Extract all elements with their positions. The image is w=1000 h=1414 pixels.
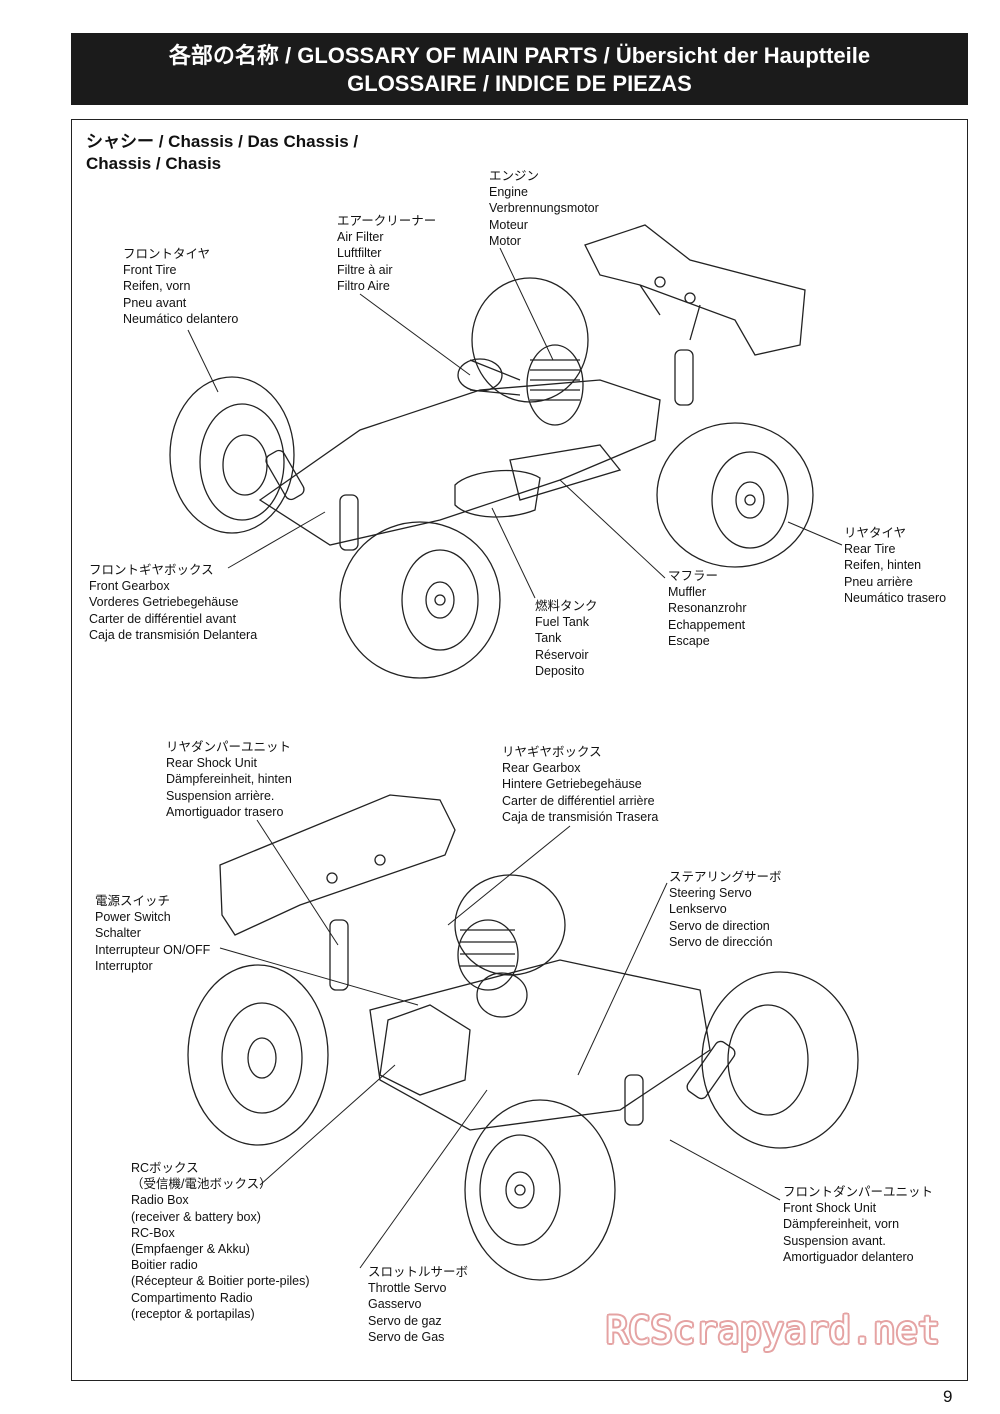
- bottom-engine: [457, 919, 519, 991]
- bottom-chassis: [369, 959, 711, 1131]
- fuel-tank: [454, 469, 541, 518]
- chassis-plate: [258, 379, 661, 546]
- header-title-line2: GLOSSAIRE / INDICE DE PIEZAS: [347, 71, 692, 96]
- rear-back-tire: [471, 277, 589, 403]
- page-number: 9: [943, 1387, 953, 1406]
- rear-wing: [584, 224, 806, 356]
- watermark: RCScrapyard.net: [606, 1309, 941, 1352]
- front-right-tire: [339, 521, 501, 679]
- engine-block: [526, 344, 584, 426]
- label-radio-box: RCボックス（受信機/電池ボックス）Radio Box (receiver & …: [131, 1161, 310, 1321]
- top-car-drawing: [169, 224, 814, 679]
- front-left-tire: [169, 376, 295, 534]
- radio-box: [379, 1004, 471, 1096]
- section-title-line2: Chassis / Chasis: [86, 154, 222, 173]
- leader-lines: [187, 247, 843, 1269]
- content-frame: [71, 119, 968, 1381]
- bottom-front-tire: [464, 1099, 616, 1281]
- muffler: [509, 444, 622, 501]
- rear-right-tire: [656, 422, 814, 568]
- bottom-left-tire: [187, 964, 329, 1146]
- bottom-car-drawing: [187, 794, 859, 1281]
- page-header: 各部の名称 / GLOSSARY OF MAIN PARTS / Übersic…: [71, 33, 968, 105]
- section-title: シャシー / Chassis / Das Chassis / Chassis /…: [86, 131, 358, 175]
- bottom-right-tire: [701, 971, 859, 1149]
- bottom-rear-shock: [329, 919, 349, 991]
- bottom-front-shock: [686, 1040, 736, 1100]
- rear-shock: [674, 349, 694, 406]
- bottom-wing: [219, 794, 456, 936]
- header-title-line1: 各部の名称 / GLOSSARY OF MAIN PARTS / Übersic…: [168, 43, 871, 68]
- front-shock: [339, 494, 359, 551]
- bottom-air-filter: [476, 972, 528, 1018]
- section-title-line1: シャシー / Chassis / Das Chassis /: [86, 132, 359, 151]
